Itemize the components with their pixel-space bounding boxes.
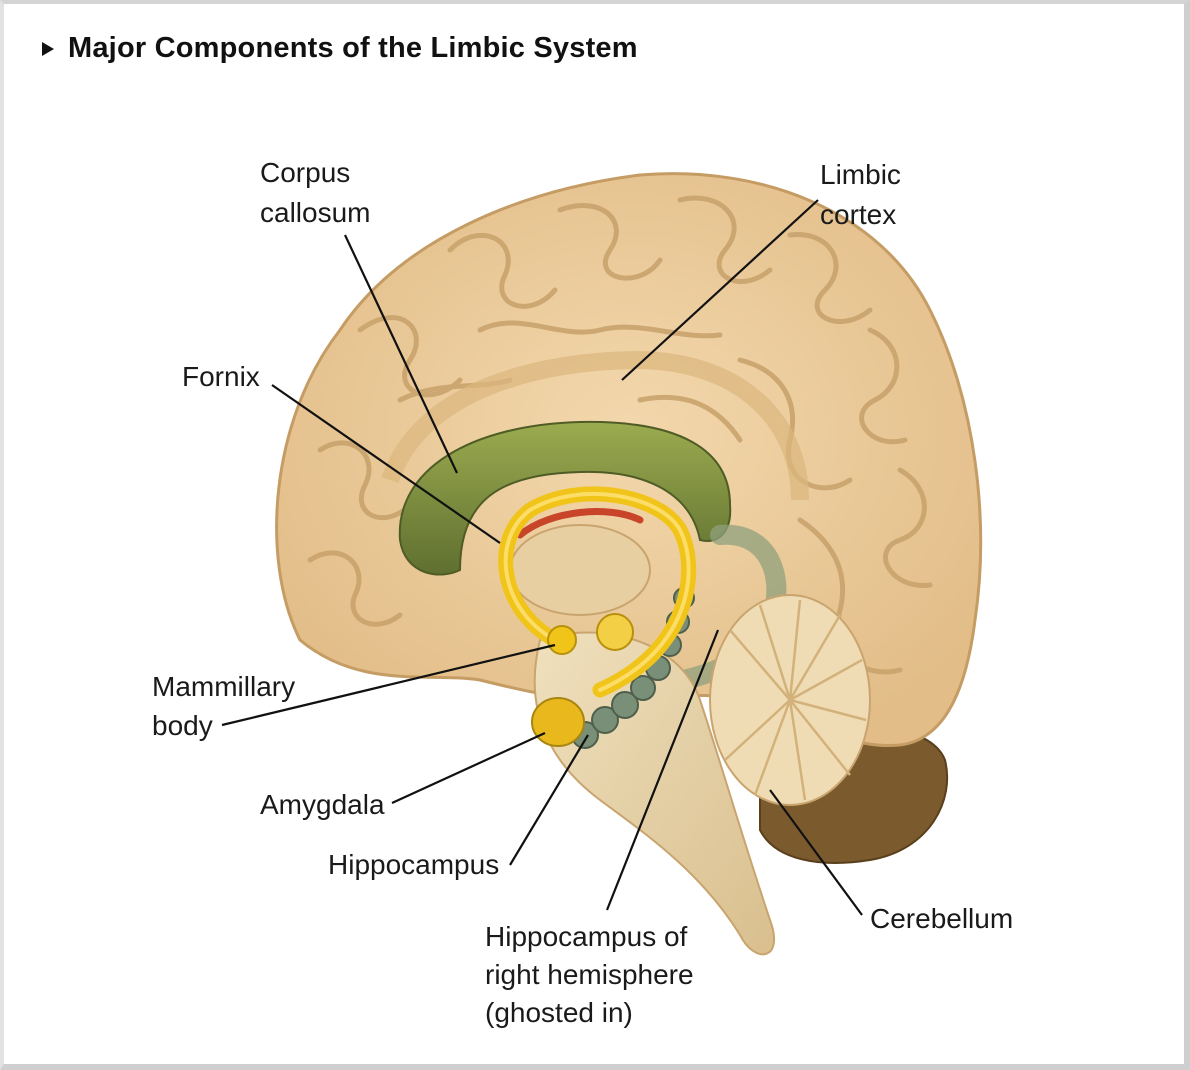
label-fornix-line-1: Fornix: [182, 361, 260, 392]
label-hippocampus-line-1: Hippocampus: [328, 849, 499, 880]
label-mammillary-body-line-1: Mammillary: [152, 671, 295, 702]
label-fornix: Fornix: [182, 361, 260, 392]
label-hippocampus-right-line-3: (ghosted in): [485, 997, 633, 1028]
thalamus-shape: [510, 525, 650, 615]
label-corpus-callosum-line-1: Corpus: [260, 157, 350, 188]
leader-hippocampus: [510, 735, 588, 865]
label-hippocampus: Hippocampus: [328, 849, 499, 880]
label-cerebellum: Cerebellum: [870, 903, 1013, 934]
label-hippocampus-right-line-1: Hippocampus of: [485, 921, 688, 952]
label-mammillary-body-line-2: body: [152, 710, 213, 741]
label-hippocampus-right-line-2: right hemisphere: [485, 959, 694, 990]
label-limbic-cortex: Limbic cortex: [820, 159, 909, 230]
label-limbic-cortex-line-2: cortex: [820, 199, 896, 230]
label-limbic-cortex-line-1: Limbic: [820, 159, 901, 190]
amygdala-shape: [532, 698, 584, 746]
label-amygdala-line-1: Amygdala: [260, 789, 385, 820]
label-mammillary-body: Mammillary body: [152, 671, 303, 741]
label-amygdala: Amygdala: [260, 789, 385, 820]
label-corpus-callosum: Corpus callosum: [260, 157, 370, 228]
anterior-nucleus-shape: [597, 614, 633, 650]
leader-amygdala: [392, 733, 545, 803]
label-cerebellum-line-1: Cerebellum: [870, 903, 1013, 934]
label-hippocampus-right: Hippocampus of right hemisphere (ghosted…: [485, 921, 701, 1028]
mammillary-body-shape: [548, 626, 576, 654]
label-corpus-callosum-line-2: callosum: [260, 197, 370, 228]
cerebellum-shape: [710, 595, 870, 805]
